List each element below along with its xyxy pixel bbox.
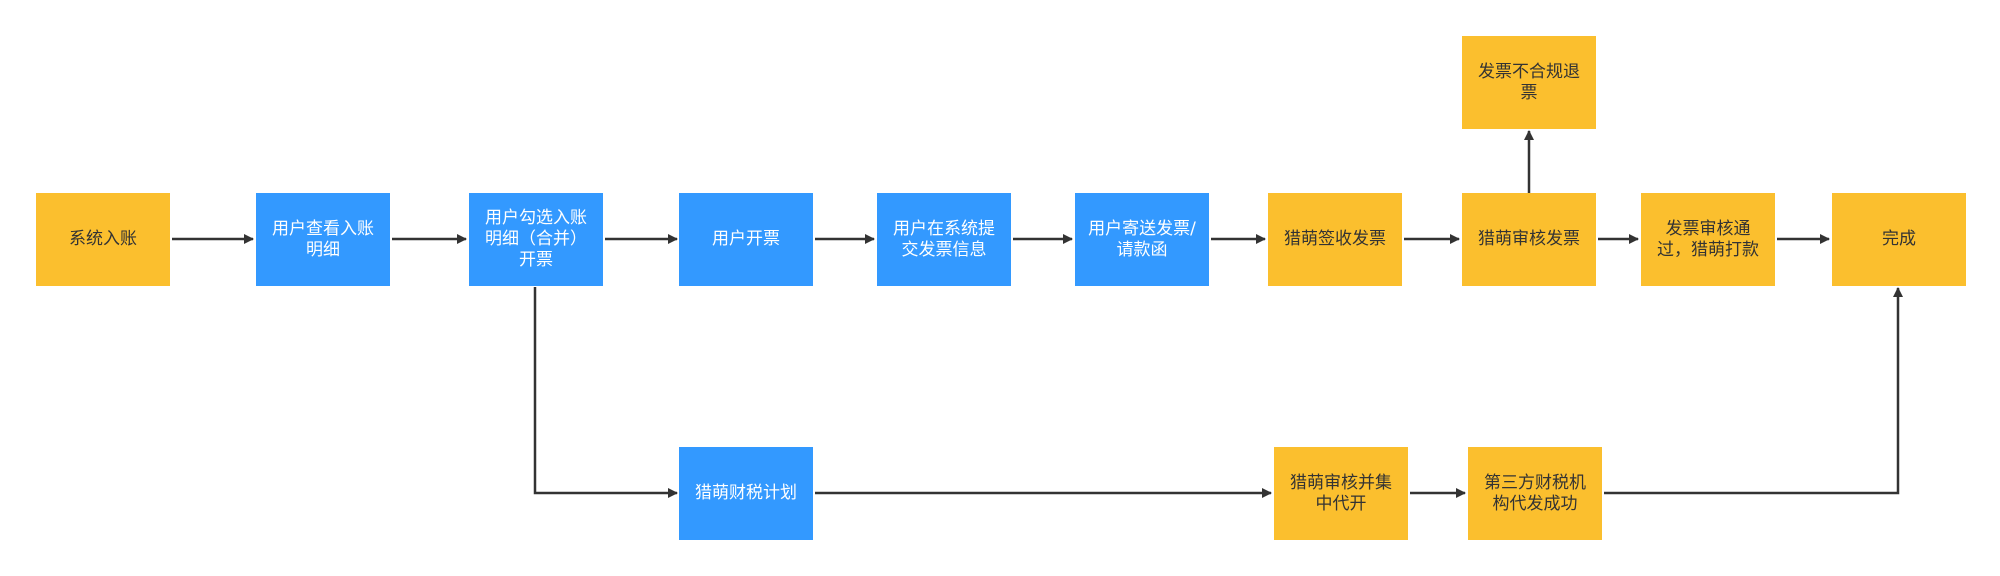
node-tax-plan: 猎萌财税计划: [679, 447, 813, 540]
node-user-invoice: 用户开票: [679, 193, 813, 286]
arrow-select-to-taxplan: [533, 287, 678, 498]
node-receive-invoice: 猎萌签收发票: [1268, 193, 1402, 286]
node-user-submit-info: 用户在系统提交发票信息: [877, 193, 1011, 286]
node-user-mail: 用户寄送发票/请款函: [1075, 193, 1209, 286]
node-review-invoice: 猎萌审核发票: [1462, 193, 1596, 286]
arrow-thirdparty-to-finish: [1604, 287, 1903, 495]
node-reject-invoice: 发票不合规退票: [1462, 36, 1596, 129]
node-system-posting: 系统入账: [36, 193, 170, 286]
node-finish: 完成: [1832, 193, 1966, 286]
node-third-party: 第三方财税机构代发成功: [1468, 447, 1602, 540]
node-review-pass: 发票审核通过，猎萌打款: [1641, 193, 1775, 286]
node-user-select-details: 用户勾选入账明细（合并）开票: [469, 193, 603, 286]
node-user-view-details: 用户查看入账明细: [256, 193, 390, 286]
node-review-merge: 猎萌审核并集中代开: [1274, 447, 1408, 540]
